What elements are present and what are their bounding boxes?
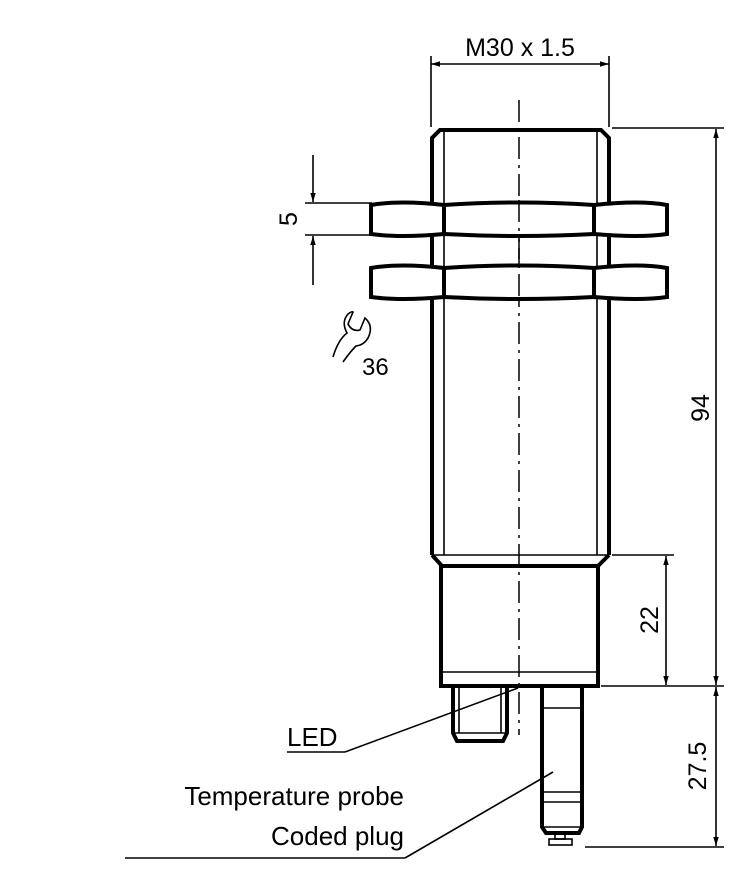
length-label: 94 xyxy=(687,394,715,422)
probe-length-label: 27.5 xyxy=(684,742,712,791)
thread-dimension: M30 x 1.5 xyxy=(430,34,610,127)
wrench-size-label: 36 xyxy=(362,354,389,381)
temperature-probe xyxy=(540,687,584,846)
wrench-icon xyxy=(332,310,372,363)
led-connector xyxy=(451,687,509,743)
housing-label: 22 xyxy=(636,606,664,634)
led-leader-line xyxy=(344,687,519,753)
probe-leader-line xyxy=(404,771,554,859)
nut-thickness-label: 5 xyxy=(275,212,303,226)
connector-housing xyxy=(439,564,600,688)
probe-dimension: 27.5 xyxy=(585,687,724,848)
nut-thickness-dimension: 5 xyxy=(275,155,372,285)
temperature-probe-label: Temperature probe xyxy=(184,781,404,811)
length-dimension: 94 xyxy=(612,127,724,685)
housing-dimension: 22 xyxy=(612,554,674,685)
coded-plug-label: Coded plug xyxy=(271,821,404,851)
threaded-body xyxy=(430,128,611,568)
thread-label: M30 x 1.5 xyxy=(465,34,575,62)
led-label: LED xyxy=(287,722,338,752)
